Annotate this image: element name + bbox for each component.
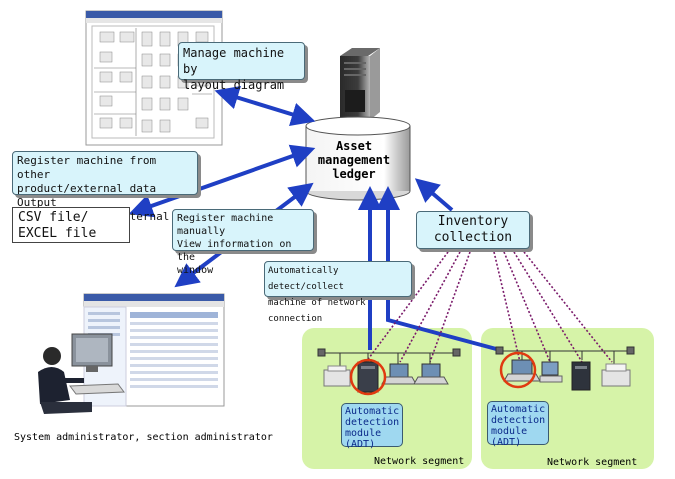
manage-layout-callout: Manage machine by layout diagram xyxy=(178,42,305,92)
inventory-collection-callout: Inventory collection xyxy=(416,211,530,249)
csv-file-line-2: EXCEL file xyxy=(18,226,97,241)
adt-right-line-2: detection xyxy=(491,415,546,426)
csv-file-line-1: CSV file/ xyxy=(18,210,89,225)
adt-left-line-3: module xyxy=(345,428,382,439)
printer-icon xyxy=(601,363,631,387)
register-external-line-2: product/external data Output xyxy=(17,182,157,209)
adt-left-line-4: (ADT) xyxy=(345,439,376,450)
adt-highlight-circle xyxy=(349,358,387,396)
adt-left-line-2: detection xyxy=(345,417,400,428)
server-icon xyxy=(340,48,380,120)
network-line-left xyxy=(317,348,461,368)
laptop-icon xyxy=(413,363,449,385)
inventory-line-2: collection xyxy=(433,230,513,245)
register-manual-line-2: View information on the xyxy=(177,239,292,263)
adt-box-right: Automatic detection module (ADT) xyxy=(487,401,549,448)
pc-tower-icon xyxy=(357,361,379,393)
inventory-line-1: Inventory xyxy=(437,214,509,229)
adt-box-left: Automatic detection module (ADT) xyxy=(341,403,403,450)
adt-highlight-circle xyxy=(499,351,537,389)
pc-tower-icon xyxy=(571,361,591,391)
pc-icon xyxy=(539,361,563,383)
adt-left-line-1: Automatic xyxy=(345,406,400,417)
segment-left-label: Network segment xyxy=(374,456,465,467)
register-external-callout: Register machine from other product/exte… xyxy=(12,151,198,237)
register-external-line-1: Register machine from other xyxy=(17,154,157,181)
printer-icon xyxy=(323,365,351,387)
auto-detect-line-2: machine of network connection xyxy=(268,298,366,324)
admin-caption: System administrator, section administra… xyxy=(14,432,273,443)
csv-file-label: CSV file/ EXCEL file xyxy=(12,207,130,243)
inventory-links xyxy=(365,251,613,363)
ledger-line-2: management xyxy=(317,153,391,167)
ledger-label: Asset management ledger xyxy=(306,139,402,181)
register-manual-callout: Register machine manually View informati… xyxy=(172,209,314,276)
adt-right-line-4: (ADT) xyxy=(491,437,522,448)
manage-layout-line-1: Manage machine by xyxy=(183,46,285,76)
ledger-line-1: Asset xyxy=(335,139,373,153)
ledger-line-3: ledger xyxy=(332,167,376,181)
adt-right-line-1: Automatic xyxy=(491,404,546,415)
register-manual-line-1: Register machine manually xyxy=(177,213,274,237)
register-manual-line-3: window xyxy=(177,265,214,276)
auto-detect-callout: Automatically detect/collect machine of … xyxy=(264,261,412,324)
database-cylinder-icon xyxy=(305,116,411,201)
manage-layout-line-2: layout diagram xyxy=(183,78,285,92)
adt-right-line-3: module xyxy=(491,426,528,437)
auto-detect-line-1: Automatically detect/collect xyxy=(268,266,344,292)
administrator-person-icon xyxy=(38,333,125,414)
segment-right-label: Network segment xyxy=(547,457,638,468)
laptop-icon xyxy=(381,363,417,385)
